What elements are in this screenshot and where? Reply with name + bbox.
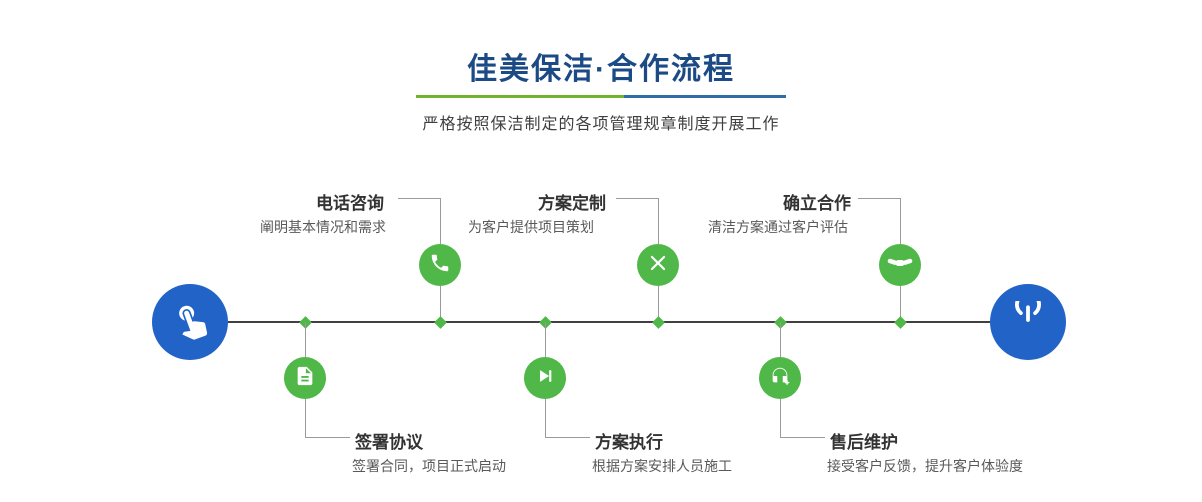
phone-icon <box>429 252 451 279</box>
step-icon-contract <box>284 357 326 399</box>
page-subtitle: 严格按照保洁制定的各项管理规章制度开展工作 <box>422 116 780 133</box>
connector-line <box>858 198 900 199</box>
step-icon-aftersale <box>759 357 801 399</box>
power-icon <box>1009 291 1047 344</box>
step-title-execute: 方案执行 <box>595 433 663 452</box>
connector-line <box>398 198 440 199</box>
connector-line <box>780 437 825 438</box>
connector-line <box>616 198 658 199</box>
connector-line <box>440 198 441 244</box>
title-divider <box>416 95 786 98</box>
step-desc-execute: 根据方案安排人员施工 <box>592 458 732 474</box>
connector-line <box>545 437 590 438</box>
headset-icon <box>769 365 791 392</box>
node-diamond <box>434 316 447 329</box>
play-icon <box>535 366 555 391</box>
contract-icon <box>294 365 316 392</box>
connector-line <box>305 399 306 437</box>
step-title-sign: 签署协议 <box>355 433 423 452</box>
stem-line <box>900 286 901 322</box>
step-desc-plan: 为客户提供项目策划 <box>468 219 594 235</box>
pencil-tools-icon <box>647 252 669 279</box>
divider-blue-segment <box>624 95 786 98</box>
node-diamond <box>894 316 907 329</box>
step-title-cooperate: 确立合作 <box>783 194 851 213</box>
timeline-end-node <box>990 284 1066 360</box>
hand-pointer-icon <box>170 300 210 345</box>
stem-line <box>440 286 441 322</box>
connector-line <box>900 198 901 244</box>
step-desc-sign: 签署合同，项目正式启动 <box>352 458 506 474</box>
divider-green-segment <box>416 95 624 98</box>
step-icon-phone <box>419 244 461 286</box>
connector-line <box>780 399 781 437</box>
step-desc-cooperate: 清洁方案通过客户评估 <box>708 219 848 235</box>
timeline-start-node <box>152 284 228 360</box>
stem-line <box>658 286 659 322</box>
stem-line <box>545 322 546 357</box>
connector-line <box>305 437 350 438</box>
node-diamond <box>652 316 665 329</box>
step-icon-plan <box>637 244 679 286</box>
step-icon-cooperate <box>879 244 921 286</box>
handshake-icon <box>887 250 913 281</box>
step-desc-aftersale: 接受客户反馈，提升客户体验度 <box>827 458 1023 474</box>
step-title-phone: 电话咨询 <box>316 194 384 213</box>
connector-line <box>545 399 546 437</box>
page-title: 佳美保洁·合作流程 <box>467 53 735 86</box>
timeline-line <box>228 321 990 323</box>
step-title-plan: 方案定制 <box>538 194 606 213</box>
step-title-aftersale: 售后维护 <box>830 433 898 452</box>
step-desc-phone: 阐明基本情况和需求 <box>260 219 386 235</box>
step-icon-execute <box>524 357 566 399</box>
connector-line <box>658 198 659 244</box>
stem-line <box>305 322 306 357</box>
stem-line <box>780 322 781 357</box>
